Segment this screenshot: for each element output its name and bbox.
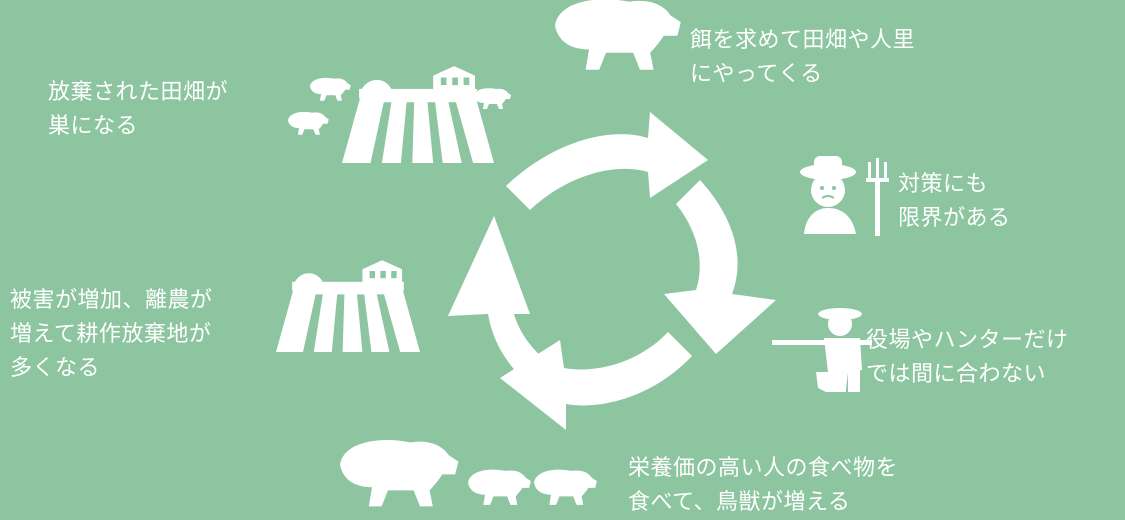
step-label-farmland-becomes-nest: 放棄された田畑が 巣になる [48,76,228,144]
label-line: 役場やハンターだけ [866,328,1069,353]
step-label-wildlife-increases: 栄養価の高い人の食べ物を 食べて、鳥獣が増える [628,452,898,520]
label-line: 食べて、鳥獣が増える [628,490,851,515]
boars-in-farmland-icon [288,66,511,163]
label-line: にやってくる [690,62,823,87]
step-label-hunters-insufficient: 役場やハンターだけ では間に合わない [866,324,1069,392]
abandoned-farmland-icon [276,260,420,352]
cycle-arrow-left [448,216,576,404]
label-line: 放棄された田畑が [48,80,229,105]
label-line: 増えて耕作放棄地が [10,322,212,347]
label-line: では間に合わない [866,362,1047,387]
label-line: 巣になる [48,114,139,139]
step-label-countermeasure-limits: 対策にも 限界がある [898,168,1011,236]
label-line: 限界がある [898,206,1011,231]
label-line: 対策にも [898,172,989,197]
farmer-with-pitchfork-icon [800,156,889,236]
label-line: 多くなる [10,356,101,381]
label-line: 餌を求めて田畑や人里 [690,28,916,53]
boar-family-icon [340,440,597,507]
step-label-abandoned-farmland-grows: 被害が増加、離農が 増えて耕作放棄地が 多くなる [10,284,213,386]
wild-boar-icon [555,0,681,70]
cycle-arrow-right [664,180,776,354]
label-line: 栄養価の高い人の食べ物を [628,456,899,481]
cycle-arrow-top-right [506,112,708,210]
cycle-arrow-bottom [500,332,692,430]
label-line: 被害が増加、離農が [10,288,213,313]
hunter-with-rifle-icon [772,308,872,392]
step-label-boar-visits-farm: 餌を求めて田畑や人里 にやってくる [690,24,915,92]
cycle-arrows-icon [448,112,776,430]
